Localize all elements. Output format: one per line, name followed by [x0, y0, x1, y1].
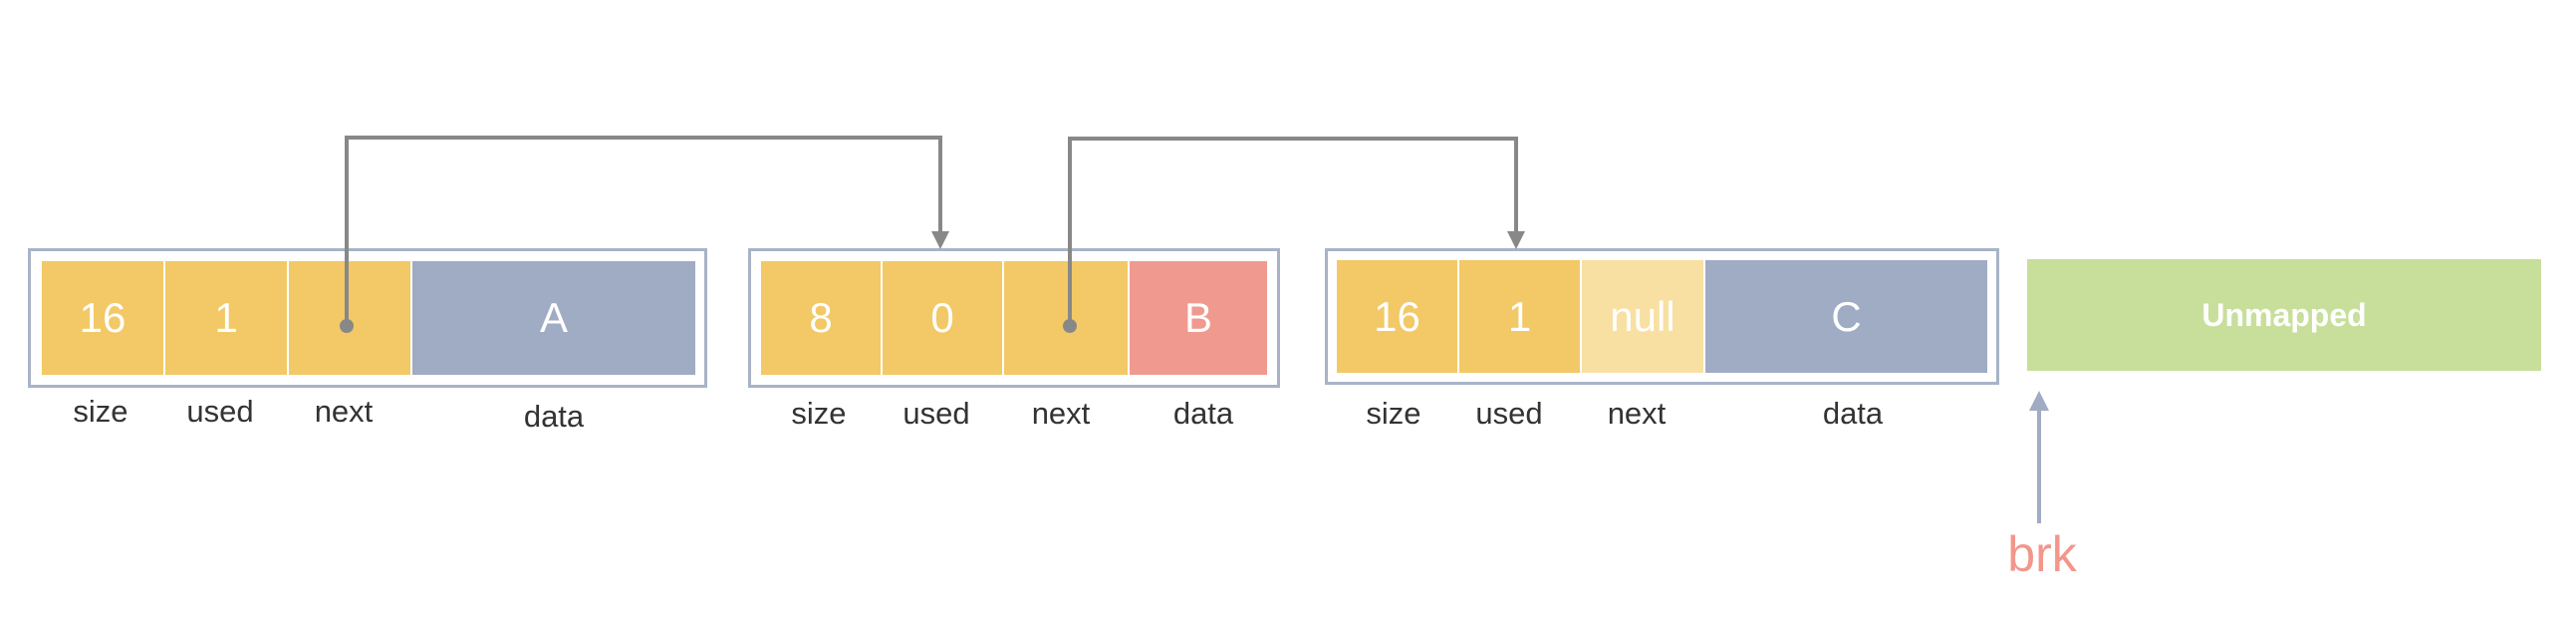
block-3-next: null	[1582, 260, 1703, 373]
block-1-next-label: next	[314, 394, 374, 429]
block-2-next-arrow	[1068, 137, 1518, 326]
block-2-size: 8	[761, 261, 881, 375]
block-1-data: A	[412, 261, 695, 375]
block-2-used: 0	[883, 261, 1002, 375]
block-1-data-label: data	[523, 399, 585, 434]
block-3-data-label: data	[1822, 396, 1884, 431]
memory-block-3	[1325, 248, 1999, 385]
block-3-next-label: next	[1607, 396, 1667, 431]
block-2-next	[1004, 261, 1128, 375]
brk-label: brk	[2007, 526, 2077, 582]
block-2-size-label: size	[791, 396, 847, 431]
brk-arrowhead	[2029, 391, 2049, 411]
unmapped-region: Unmapped	[2027, 259, 2541, 371]
block-1-next-arrowhead	[931, 231, 949, 249]
block-2-used-label: used	[902, 396, 970, 431]
block-3-used: 1	[1459, 260, 1580, 373]
block-1-next-arrow	[345, 136, 942, 326]
block-3-size-label: size	[1366, 396, 1421, 431]
block-1-used-label: used	[186, 394, 254, 429]
block-2-data-label: data	[1172, 396, 1234, 431]
memory-block-2	[748, 248, 1280, 388]
block-2-next-label: next	[1031, 396, 1091, 431]
block-3-data: C	[1705, 260, 1987, 373]
block-2-data: B	[1130, 261, 1267, 375]
block-1-next	[289, 261, 410, 375]
block-1-size: 16	[42, 261, 163, 375]
block-3-used-label: used	[1475, 396, 1543, 431]
block-3-size: 16	[1337, 260, 1457, 373]
memory-block-1	[28, 248, 707, 388]
block-1-used: 1	[165, 261, 287, 375]
block-1-size-label: size	[73, 394, 129, 429]
block-2-next-arrowhead	[1507, 231, 1525, 249]
